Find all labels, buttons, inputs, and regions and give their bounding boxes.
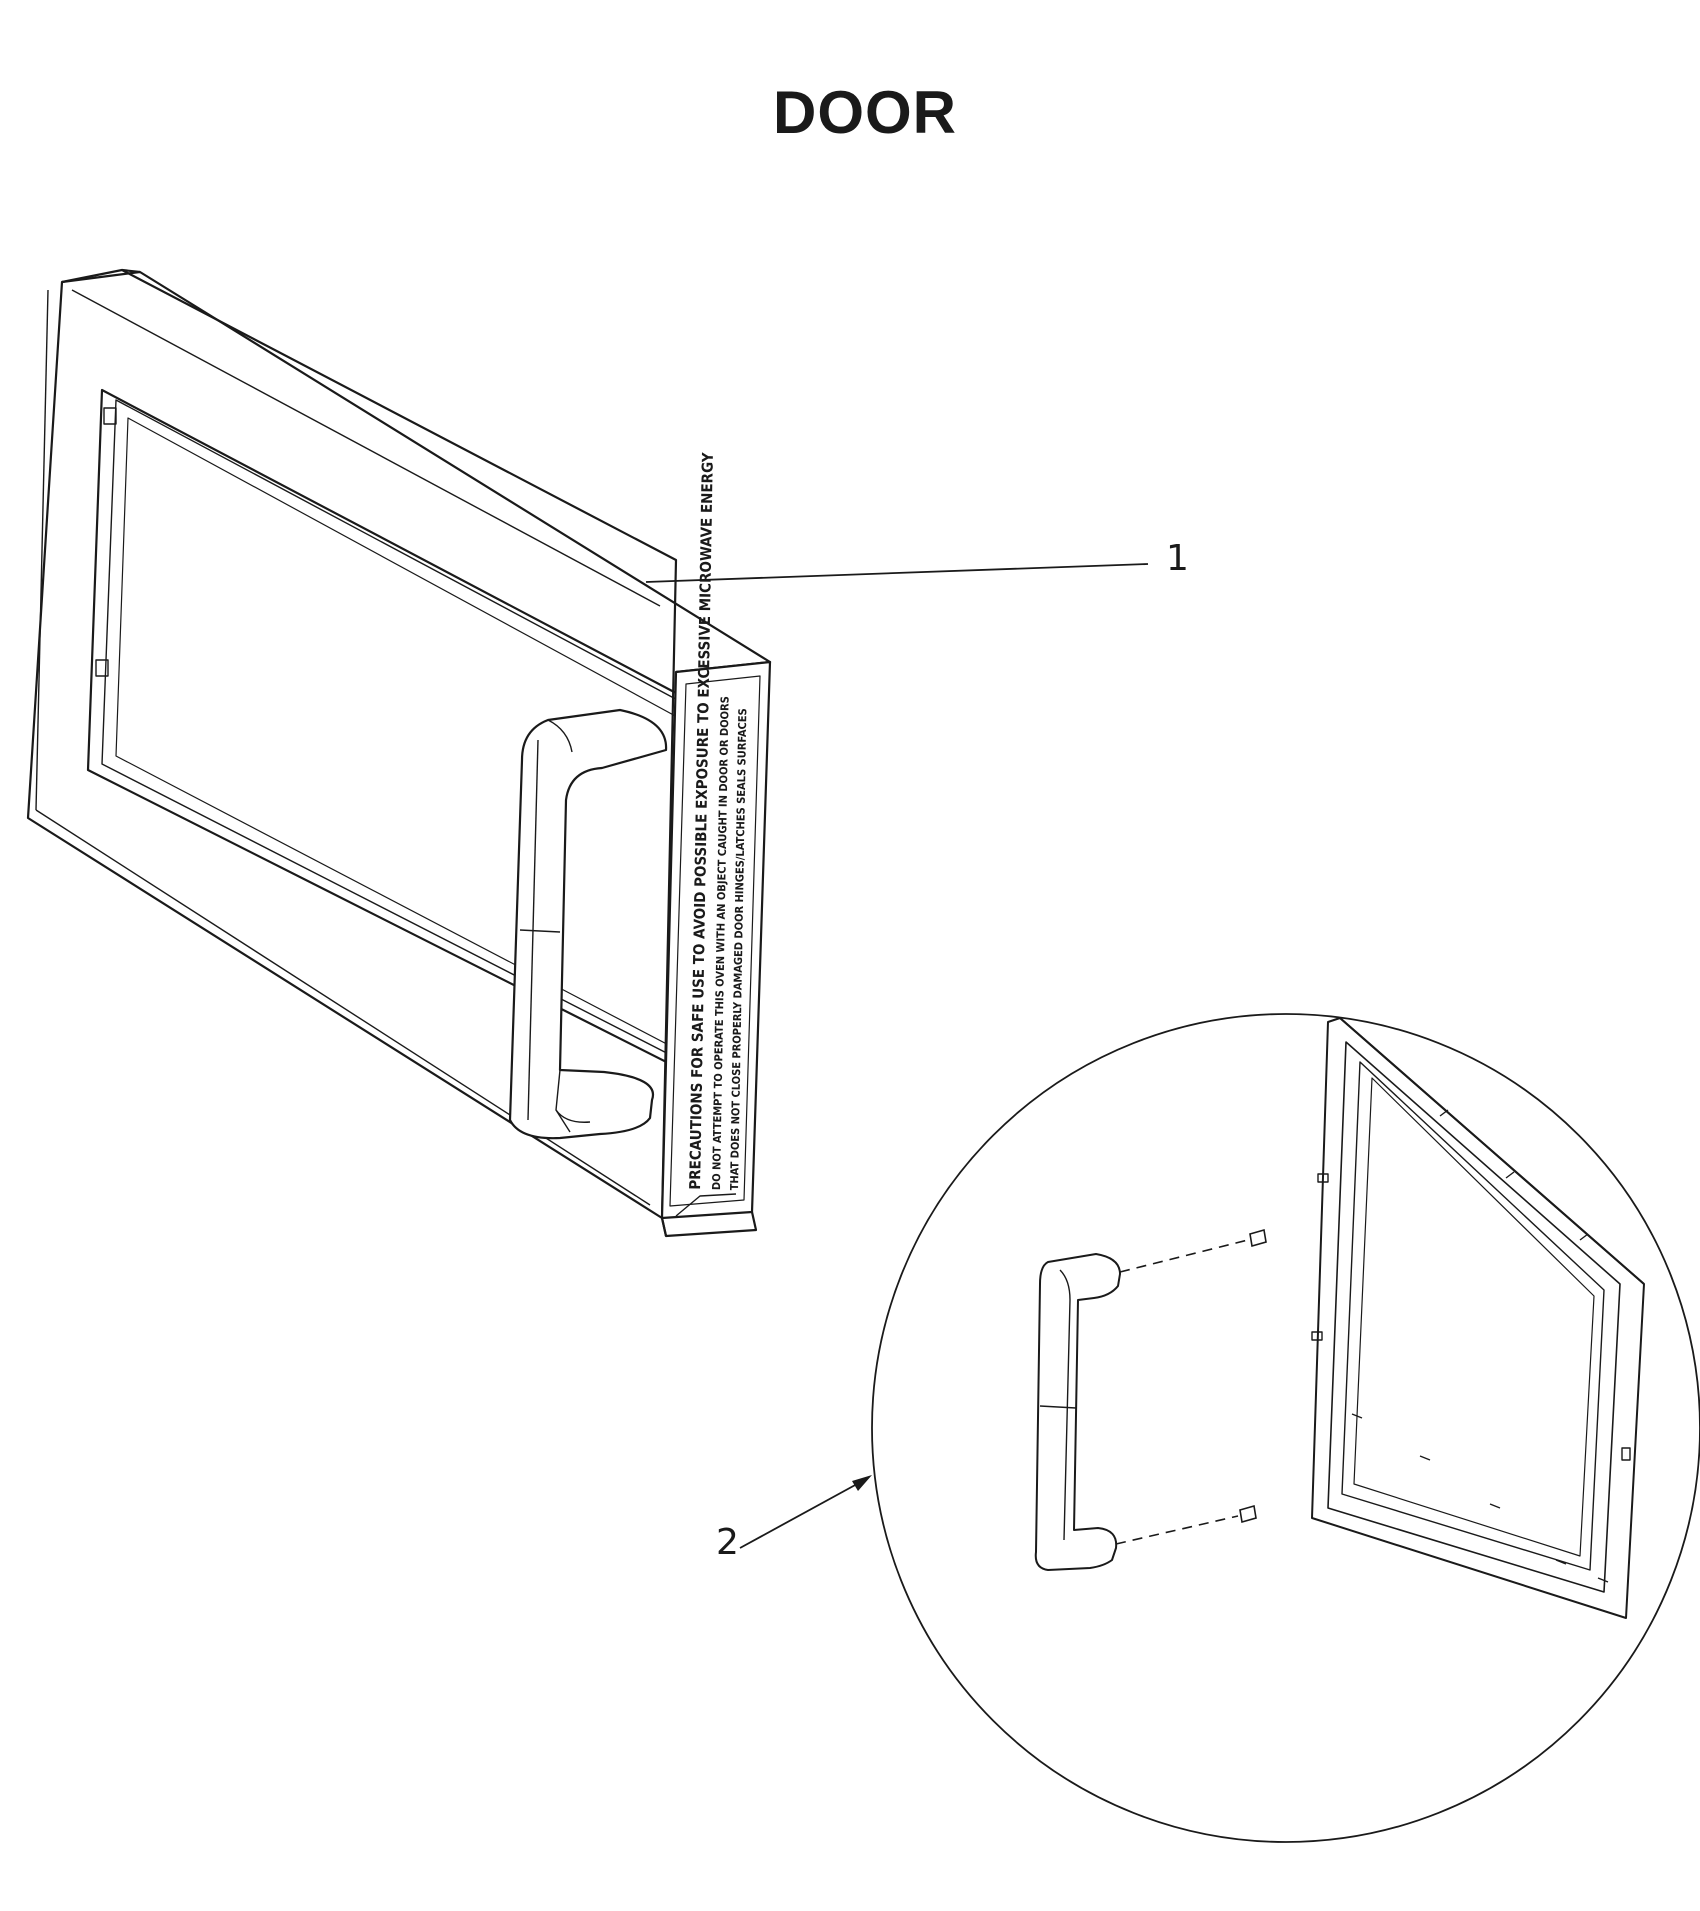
callout-1-leader <box>645 563 1149 583</box>
detail-handle <box>1034 1253 1121 1571</box>
callout-2-leader <box>739 1477 869 1549</box>
callout-2-arrowhead <box>852 1475 872 1491</box>
door-handle <box>508 708 668 1140</box>
screw-lower <box>1239 1504 1257 1524</box>
screw-upper-dash <box>1119 1239 1249 1273</box>
inner-door-frame <box>1311 1017 1645 1619</box>
screw-lower-dash <box>1115 1515 1239 1545</box>
screw-upper <box>1249 1228 1267 1248</box>
handle-screws <box>1115 1228 1267 1545</box>
door-assembly <box>26 268 772 1238</box>
detail-circle <box>871 1013 1700 1843</box>
page-title: DOOR <box>773 79 957 146</box>
callout-2-label: 2 <box>716 1522 739 1563</box>
callout-1-label: 1 <box>1166 538 1189 579</box>
